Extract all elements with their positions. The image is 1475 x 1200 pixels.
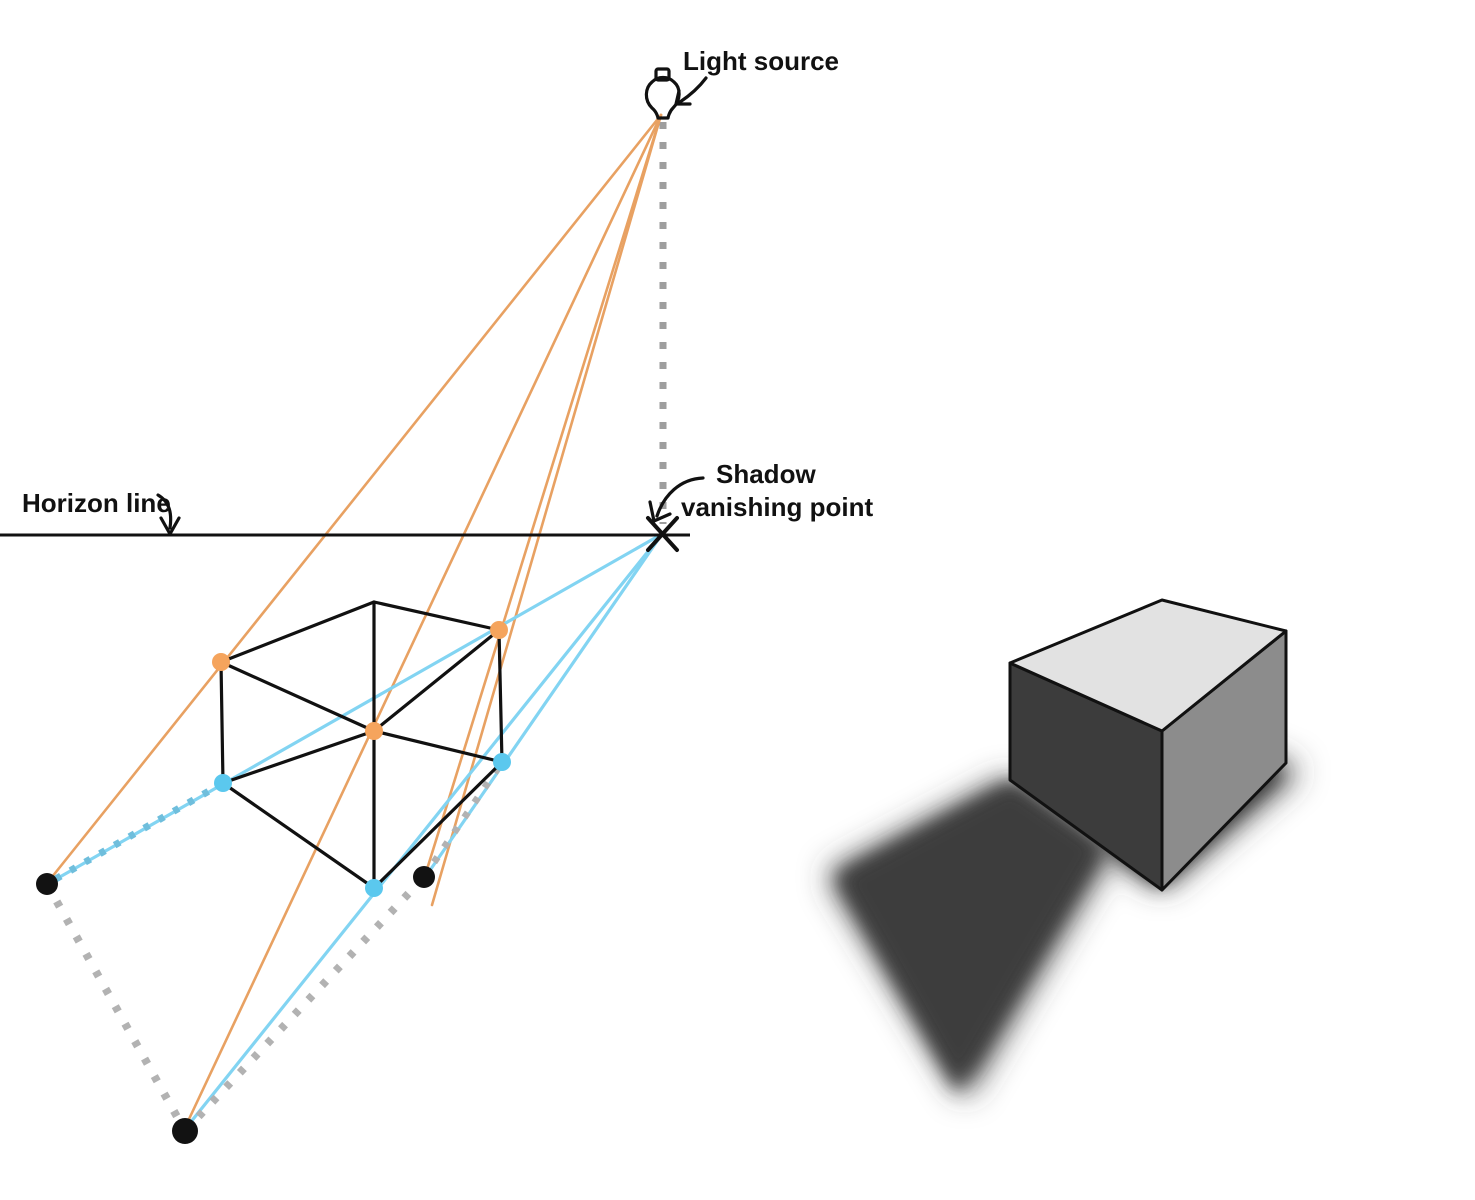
black-point-right [413, 866, 435, 888]
shadow-vp-label-line2: vanishing point [681, 492, 873, 522]
blue-points-group [214, 753, 511, 897]
box-top-face [1008, 598, 1288, 733]
blue-point-left [214, 774, 232, 792]
light-source-arrow-head [674, 89, 692, 106]
bulb-base [654, 67, 671, 82]
orange-point-left [212, 653, 230, 671]
shadow-vanishing-point-marker [646, 516, 679, 552]
shadow-line-right [422, 532, 664, 881]
shadow-line-front [180, 532, 664, 1135]
black-points-group [36, 866, 435, 1144]
cube-vertical-left [219, 660, 225, 785]
blue-point-right [493, 753, 511, 771]
light-source-arrow-shaft [678, 76, 708, 104]
horizon-arrow-head [159, 516, 181, 536]
light-source-label: Light source [683, 46, 839, 76]
horizon-arrow-shaft [156, 493, 173, 530]
horizon-line-label: Horizon line [22, 488, 171, 518]
black-point-left [36, 873, 58, 895]
blue-point-front [365, 879, 383, 897]
horizon-callout-arrow [156, 493, 181, 536]
orange-point-front [365, 722, 383, 740]
light-source-callout-arrow [674, 76, 708, 106]
shadow-polygon-dotted-group [43, 760, 505, 1134]
rendered-box-group [828, 598, 1300, 1098]
shadow-vp-callout-arrow [648, 476, 705, 523]
shadow-vp-arrow-head [648, 500, 672, 523]
shadow-edge-dotted-upper-right [421, 760, 505, 879]
orange-point-right [490, 621, 508, 639]
construction-diagram-group: Light source Shadow vanishing point Hori… [0, 46, 873, 1144]
shadow-vp-arrow-shaft [655, 476, 705, 518]
orange-points-group [212, 621, 508, 740]
cube-vertical-right [497, 628, 504, 764]
shadow-vp-label-line1: Shadow [716, 459, 816, 489]
black-point-front [172, 1118, 198, 1144]
shadow-edge-dotted-lower-left [43, 882, 189, 1133]
light-ray-2 [180, 113, 663, 1136]
light-ray-1 [42, 113, 663, 889]
